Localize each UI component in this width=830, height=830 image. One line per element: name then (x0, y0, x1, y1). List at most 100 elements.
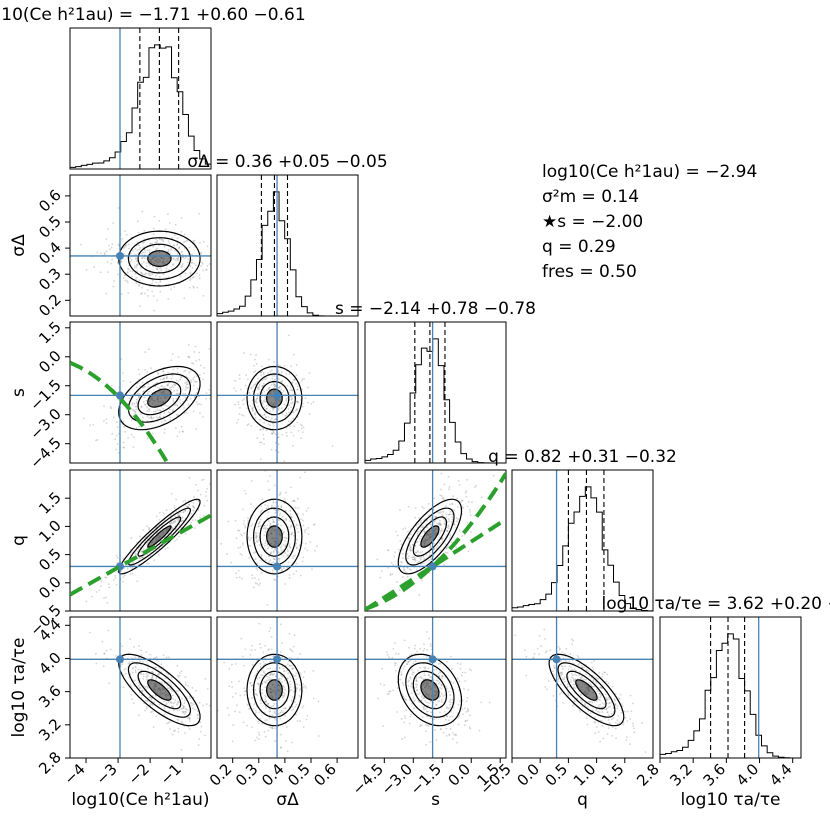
sample-point (268, 630, 271, 633)
sample-point (126, 267, 129, 270)
sample-point (230, 681, 233, 683)
sample-point (195, 689, 197, 692)
sample-point (264, 700, 267, 703)
sample-point (181, 430, 184, 433)
sample-point (139, 660, 142, 663)
green-curve-q-vs-logCe (70, 513, 211, 597)
sample-point (113, 279, 115, 282)
sample-point (237, 403, 240, 406)
sample-point (290, 524, 293, 527)
sample-point (266, 527, 269, 530)
sample-point (605, 699, 608, 701)
sample-point (403, 721, 406, 724)
sample-point (411, 702, 413, 705)
sample-point (287, 554, 289, 557)
sample-point (257, 578, 260, 581)
sample-point (461, 671, 464, 674)
sample-point (540, 645, 543, 648)
sample-point (560, 659, 562, 662)
sample-point (185, 411, 188, 414)
sample-point (272, 673, 274, 676)
sample-point (182, 705, 185, 708)
sample-point (255, 535, 258, 538)
sample-point (176, 404, 179, 407)
sample-point (578, 674, 581, 677)
sample-point (220, 233, 222, 235)
sample-point (172, 263, 175, 265)
sample-point (277, 370, 280, 373)
sample-point (188, 503, 190, 506)
sample-point (139, 673, 142, 676)
sample-point (202, 378, 204, 381)
sample-point (232, 218, 234, 220)
sample-point (163, 412, 166, 415)
sample-point (209, 704, 211, 707)
sample-point (105, 596, 107, 599)
sample-point (573, 678, 576, 681)
sample-point (584, 704, 586, 706)
sample-point (294, 705, 297, 708)
sample-point (153, 215, 156, 218)
sample-point (392, 564, 395, 566)
sample-point (292, 555, 295, 558)
sample-point (290, 486, 292, 489)
sample-point (235, 537, 238, 540)
sample-point (437, 538, 439, 541)
sample-point (467, 710, 470, 713)
sample-point (258, 584, 261, 587)
sample-point (178, 672, 181, 674)
sample-point (288, 632, 291, 635)
sample-point (261, 402, 264, 405)
sample-point (111, 243, 114, 246)
sample-point (255, 537, 258, 540)
sample-point (265, 675, 268, 678)
sample-point (394, 662, 397, 665)
sample-point (169, 416, 172, 419)
sample-point (430, 558, 433, 561)
x-tick-label-sigma: 0.4 (258, 760, 288, 790)
sample-point (259, 666, 262, 668)
sample-point (296, 421, 298, 424)
sample-point (178, 523, 181, 526)
sample-point (281, 515, 284, 518)
sample-point (131, 698, 134, 701)
sample-point (591, 666, 594, 669)
sample-point (405, 709, 408, 712)
sample-point (184, 676, 187, 679)
sample-point (445, 516, 448, 518)
sample-point (560, 664, 563, 667)
sample-point (135, 408, 138, 411)
sample-point (478, 729, 481, 732)
sample-point (142, 548, 145, 550)
sample-point (177, 257, 179, 260)
sample-point (142, 386, 145, 389)
sample-point (220, 365, 222, 367)
sample-point (253, 371, 255, 374)
sample-point (185, 387, 188, 389)
sample-point (173, 505, 176, 507)
sample-point (174, 404, 176, 406)
sample-point (102, 665, 105, 667)
sample-point (619, 693, 622, 696)
sample-point (557, 678, 560, 681)
sample-point (264, 411, 267, 414)
sample-point (258, 408, 261, 411)
sample-point (257, 386, 259, 389)
sample-point (417, 551, 420, 553)
sample-point (295, 703, 298, 706)
sample-point (131, 402, 134, 405)
green-curve-s-vs-logCe (70, 360, 170, 463)
sample-point (260, 559, 263, 562)
sample-point (135, 257, 138, 259)
sample-point (134, 666, 137, 669)
sample-point (414, 683, 417, 686)
x-axis-label-q: q (577, 790, 588, 810)
sample-point (252, 708, 255, 710)
sample-point (277, 509, 280, 512)
sample-point (144, 404, 147, 406)
sample-point (429, 554, 431, 557)
sample-point (595, 708, 598, 710)
sample-point (442, 694, 445, 697)
title-logCe: log10(Ce h²1au) = −1.71 +0.60 −0.61 (0, 5, 306, 25)
sample-point (579, 677, 582, 680)
